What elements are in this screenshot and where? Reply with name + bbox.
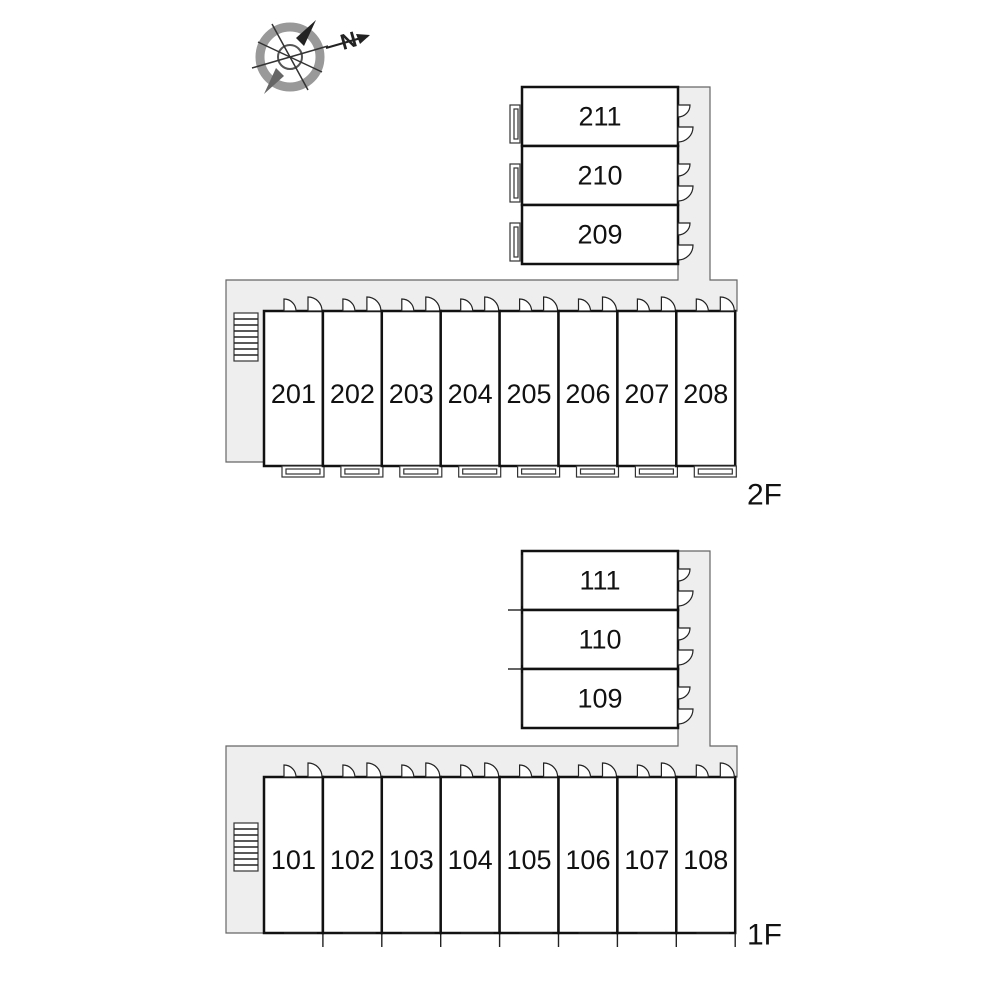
- unit-number: 209: [577, 220, 622, 250]
- unit-102[interactable]: 102: [321, 762, 384, 947]
- unit-outline: [520, 667, 680, 730]
- unit-number: 211: [578, 102, 621, 132]
- door-icon: [695, 296, 735, 312]
- unit-107[interactable]: 107: [616, 762, 678, 947]
- unit-206[interactable]: 206: [557, 296, 620, 478]
- unit-outline: [520, 144, 680, 207]
- door-icon: [677, 568, 694, 607]
- unit-number: 201: [271, 379, 316, 409]
- unit-outline: [262, 775, 325, 935]
- unit-outline: [520, 549, 680, 612]
- door-icon: [677, 104, 694, 143]
- stairs-icon: [233, 822, 259, 872]
- door-icon: [460, 762, 500, 778]
- unit-number: 105: [507, 845, 552, 875]
- unit-210[interactable]: 210: [509, 144, 694, 207]
- unit-104[interactable]: 104: [439, 762, 501, 947]
- unit-101[interactable]: 101: [262, 762, 325, 947]
- floor-label: 1F: [747, 919, 782, 952]
- stairs-icon: [233, 312, 259, 362]
- unit-103[interactable]: 103: [380, 762, 442, 947]
- unit-outline: [321, 775, 384, 935]
- floor-1f-plan: 101 102 103 104 105 106 107 108 111 110 109 1F: [225, 549, 782, 952]
- unit-number: 210: [577, 161, 622, 191]
- door-icon: [677, 686, 694, 725]
- unit-number: 109: [577, 684, 622, 714]
- unit-207[interactable]: 207: [616, 296, 679, 478]
- unit-106[interactable]: 106: [557, 762, 619, 947]
- door-icon: [342, 762, 382, 778]
- unit-outline: [557, 775, 619, 935]
- floor-2f-plan: 201 202 203 204 205 206 207 208 211 210 209 2F: [225, 85, 782, 512]
- door-icon: [460, 296, 500, 312]
- unit-outline: [557, 309, 619, 468]
- door-icon: [519, 296, 559, 312]
- unit-203[interactable]: 203: [380, 296, 443, 478]
- door-icon: [401, 296, 441, 312]
- unit-number: 204: [448, 379, 493, 409]
- door-icon: [695, 762, 735, 778]
- compass-north-label: N: [337, 26, 359, 54]
- unit-105[interactable]: 105: [498, 762, 560, 947]
- unit-outline: [675, 309, 737, 468]
- unit-number: 102: [330, 845, 375, 875]
- door-icon: [283, 762, 323, 778]
- door-icon: [677, 222, 694, 261]
- unit-number: 111: [579, 566, 620, 596]
- unit-outline: [439, 775, 501, 935]
- unit-205[interactable]: 205: [498, 296, 561, 478]
- unit-204[interactable]: 204: [439, 296, 502, 478]
- unit-202[interactable]: 202: [321, 296, 384, 478]
- unit-outline: [321, 309, 384, 468]
- unit-number: 103: [389, 845, 434, 875]
- unit-number: 101: [271, 845, 316, 875]
- unit-number: 107: [624, 845, 669, 875]
- unit-208[interactable]: 208: [675, 296, 737, 478]
- unit-201[interactable]: 201: [262, 296, 325, 478]
- floor-label: 2F: [747, 479, 782, 512]
- unit-211[interactable]: 211: [509, 85, 694, 148]
- unit-number: 206: [565, 379, 610, 409]
- unit-number: 208: [683, 379, 728, 409]
- unit-109[interactable]: 109: [508, 667, 694, 730]
- unit-outline: [520, 608, 680, 671]
- compass-rose-icon: N: [251, 20, 370, 94]
- unit-209[interactable]: 209: [509, 203, 694, 266]
- unit-number: 202: [330, 379, 375, 409]
- unit-111[interactable]: 111: [520, 549, 694, 612]
- door-icon: [677, 163, 694, 202]
- unit-110[interactable]: 110: [508, 608, 694, 671]
- unit-number: 203: [389, 379, 434, 409]
- door-icon: [677, 627, 694, 666]
- unit-number: 108: [683, 845, 728, 875]
- unit-number: 104: [448, 845, 493, 875]
- door-icon: [636, 296, 677, 312]
- unit-outline: [616, 775, 678, 935]
- unit-108[interactable]: 108: [675, 762, 737, 947]
- unit-number: 207: [624, 379, 669, 409]
- unit-number: 106: [565, 845, 610, 875]
- unit-number: 110: [578, 625, 621, 655]
- unit-number: 205: [507, 379, 552, 409]
